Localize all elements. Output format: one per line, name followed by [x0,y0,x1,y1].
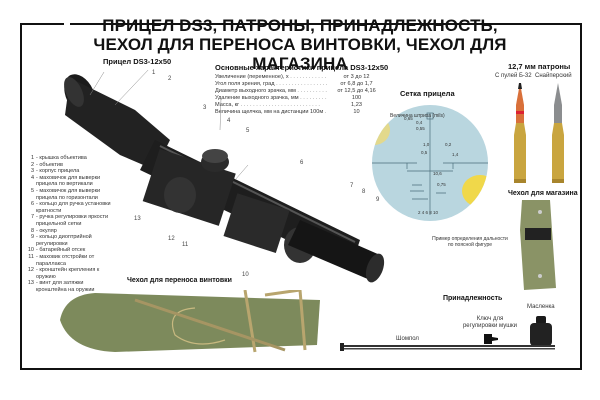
callout-4: 4 [227,118,231,124]
mils-inset [372,115,390,145]
reticle-heading: Сетка прицела [400,89,455,98]
parts-legend: 1- крышка объектива 2- объектив 3- корпу… [25,155,115,293]
cleaning-rod-label: Шомпол [396,336,419,342]
reticle-mark: 1,0 [423,142,430,147]
spec-row: Удаление выходного зрачка, мм100 [215,95,385,102]
reticle-mark: 0,5 [421,150,428,155]
callout-12: 12 [168,236,175,242]
spec-row: Увеличение (переменное), хот 3 до 12 [215,74,385,81]
callout-9: 9 [376,197,380,203]
range-caption: Пример определения дальности по поясной … [432,236,508,248]
range-inset [462,175,488,207]
callout-7: 7 [350,183,354,189]
sight-key-label: Ключ для регулировки мушки [462,316,518,329]
mag-pouch-heading: Чехол для магазина [508,190,578,197]
scope-heading: Прицел DS3-12x50 [103,57,172,66]
callout-13: 13 [134,216,141,222]
legend-item: 9- кольцо диоптрийной регулировки [30,234,92,247]
legend-item: 11- маховик отстройки от параллакса [28,253,95,267]
legend-item: 5- маховичок для выверки прицела по гори… [30,187,101,201]
mag-pouch-image [520,200,556,290]
poster-title: ПРИЦЕЛ DS3, ПАТРОНЫ, ПРИНАДЛЕЖНОСТЬ, ЧЕХ… [70,16,530,73]
frame-gap [64,21,70,29]
legend-item: 3- корпус прицела [30,168,80,175]
spec-row: Угол поля зрения, градот 6,8 до 1,7 [215,81,385,88]
callout-5: 5 [246,128,250,134]
callout-8: 8 [362,189,366,195]
reticle-mark: 1,4 [452,152,459,157]
poster-frame [20,21,582,370]
mils-label: Величина штриха (mils) [390,113,445,119]
sight-key-icon [484,334,498,344]
cartridge-sniper [552,83,564,183]
legend-item: 6- кольцо для ручка установки кратности [30,201,111,214]
legend-item: 12- кронштейн крепления к оружию [27,267,100,280]
cartridges-heading: 12,7 мм патроны [508,62,571,71]
reticle-scale: 2 4 6 8 10 [418,210,439,215]
mils-value-1: 0,4 [416,120,423,125]
mils-value-0: 0,65 [404,116,413,121]
legend-item: 4- маховичок для выверки прицела по верт… [30,174,101,188]
cartridge-sniper-label: Снайперский [535,73,572,79]
scope-illustration [64,70,385,283]
callout-11: 11 [182,242,189,248]
title-line-2: ЧЕХОЛ ДЛЯ ПЕРЕНОСА ВИНТОВКИ, ЧЕХОЛ ДЛЯ М… [93,35,507,73]
cartridge-b32 [514,83,526,183]
title-line-1: ПРИЦЕЛ DS3, ПАТРОНЫ, ПРИНАДЛЕЖНОСТЬ, [102,16,498,35]
reticle-diagram [372,105,488,221]
reticle-mark: 0,2 [445,142,452,147]
legend-item: 1- крышка объектива [30,155,87,161]
specs-heading: Основные характеристики прицела DS3-12x5… [215,63,389,72]
spec-row: Масса, кг1,23 [215,102,385,109]
legend-item: 10- батарейный отсек [27,247,86,254]
rifle-case-heading: Чехол для переноса винтовки [127,277,232,284]
reticle-mark: 10,6 [433,171,442,176]
specs-table: Основные характеристики прицела DS3-12x5… [215,63,389,116]
reticle-crosshair [372,112,488,215]
cartridge-b32-label: С пулей Б-32 [495,73,532,79]
callout-10: 10 [242,272,249,278]
spec-row: Диаметр выходного зрачка, ммот 12,5 до 4… [215,88,385,95]
rifle-case-image [60,290,320,353]
cleaning-rod-image [340,343,555,351]
callout-2: 2 [168,76,172,82]
mils-value-2: 0,55 [416,126,425,131]
callout-6: 6 [300,160,304,166]
legend-item: 7- ручка регулировки яркости прицельной … [30,214,109,227]
legend-item: 2- объектив [30,161,63,168]
legend-item: 8- окуляр [30,227,57,234]
callout-1: 1 [152,70,156,76]
callout-3: 3 [203,105,207,111]
spec-row: Величина щелчка, мм на дистанции 100м10 [215,109,385,116]
accessories-heading: Принадлежность [443,295,503,302]
reticle-mark: 0,75 [437,182,446,187]
oiler-icon [530,316,552,346]
legend-item: 13- винт для затяжки кронштейна на оружи… [27,280,95,293]
oiler-label: Масленка [527,304,555,310]
